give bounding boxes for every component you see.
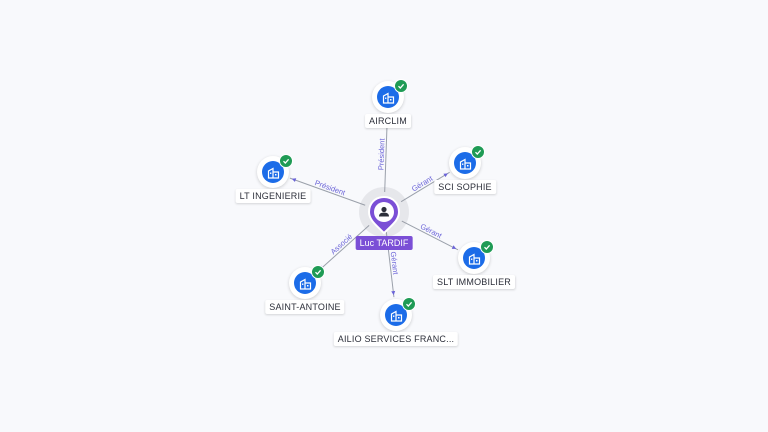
edge-lt-ingenierie [289,177,366,206]
edge-arrow-slt-immobilier [451,245,457,249]
company-circle [257,156,289,188]
edge-role-label-airclim: Président [376,137,386,170]
building-icon [459,157,471,170]
company-name-label: SLT IMMOBILIER [433,275,515,289]
verified-check-icon [471,145,485,159]
edge-arrow-sci-sophie [443,173,448,178]
edge-arrow-lt-ingenierie [291,178,297,183]
verified-check-icon [394,79,408,93]
verified-check-icon [279,154,293,168]
company-circle [372,81,404,113]
edge-role-label-ailio: Gérant [389,251,401,276]
edge-role-label-slt-immobilier: Gérant [419,222,444,241]
company-name-label: SCI SOPHIE [434,180,496,194]
edge-arrow-ailio [391,290,396,296]
company-icon-badge [294,272,316,294]
building-icon [382,91,394,104]
company-name-label: LT INGENIERIE [235,189,311,203]
company-name-label: AILIO SERVICES FRANC... [333,332,459,346]
edge-sci-sophie [400,171,450,203]
edge-role-label-saint-antoine: Associé [329,232,355,256]
company-icon-badge [454,152,476,174]
company-name-label: AIRCLIM [365,114,411,128]
person-name-label: Luc TARDIF [355,236,413,250]
person-icon [379,206,389,217]
verified-check-icon [311,265,325,279]
company-circle [458,242,490,274]
company-name-label: SAINT-ANTOINE [265,300,345,314]
verified-check-icon [402,297,416,311]
building-icon [390,309,402,322]
edge-saint-antoine [318,224,370,272]
building-icon [299,277,311,290]
edge-role-label-lt-ingenierie: Président [314,178,348,198]
company-icon-badge [463,247,485,269]
person-pin [367,195,401,235]
company-icon-badge [377,86,399,108]
verified-check-icon [480,240,494,254]
edge-slt-immobilier [401,220,459,251]
company-circle [380,299,412,331]
company-icon-badge [262,161,284,183]
company-icon-badge [385,304,407,326]
building-icon [468,252,480,265]
building-icon [267,166,279,179]
